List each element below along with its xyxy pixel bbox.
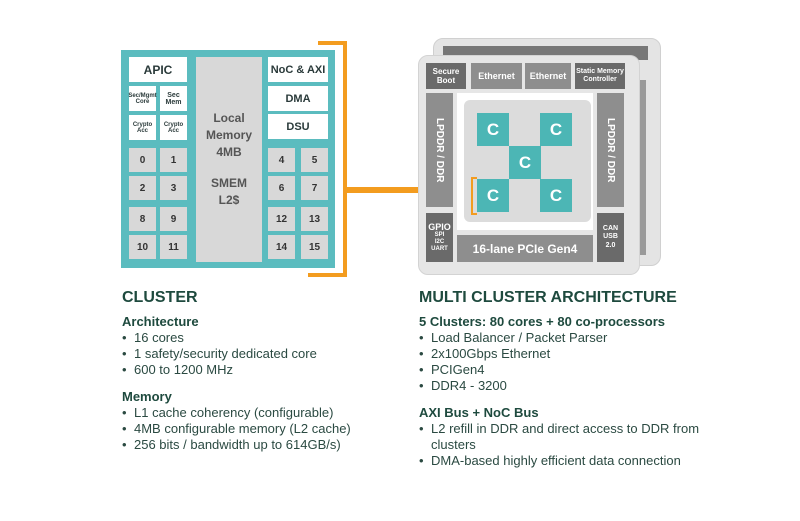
gpio-block: GPIO SPI I2C UART (426, 213, 453, 262)
core-cell: 3 (160, 176, 187, 200)
crypto-acc-block: Crypto Acc (129, 115, 156, 140)
core-cell: 1 (160, 148, 187, 172)
multi-cluster-title: MULTI CLUSTER ARCHITECTURE (419, 289, 677, 306)
core-cell: 9 (160, 207, 187, 231)
bullet-item: L2 refill in DDR and direct access to DD… (419, 421, 709, 453)
cluster-c: C (477, 179, 509, 212)
section-heading: AXI Bus + NoC Bus (419, 405, 539, 420)
cluster-title: CLUSTER (122, 289, 198, 306)
cluster-c: C (477, 113, 509, 146)
sec-mem-block: Sec Mem (160, 86, 187, 111)
bullet-item: DMA-based highly efficient data connecti… (419, 453, 709, 469)
bullet-item: 4MB configurable memory (L2 cache) (122, 421, 402, 437)
core-cell: 15 (301, 235, 328, 259)
multi-cluster-text: MULTI CLUSTER ARCHITECTURE 5 Clusters: 8… (419, 289, 709, 479)
section-heading: Memory (122, 389, 172, 404)
local-memory-label: Local Memory 4MB (205, 111, 252, 159)
can-usb-block: CAN USB 2.0 (597, 213, 624, 262)
cluster-c: C (509, 146, 541, 179)
bullet-item: DDR4 - 3200 (419, 378, 709, 394)
local-memory-block: Local Memory 4MB SMEM L2$ (196, 57, 262, 262)
core-cell: 4 (268, 148, 295, 172)
core-cell: 12 (268, 207, 295, 231)
dma-block: DMA (268, 86, 328, 111)
core-cell: 7 (301, 176, 328, 200)
core-cell: 13 (301, 207, 328, 231)
apic-block: APIC (129, 57, 187, 82)
sec-mgmt-core-block: Sec/Mgmt Core (128, 86, 157, 111)
bullet-list: L1 cache coherency (configurable)4MB con… (122, 405, 402, 453)
bullet-item: 256 bits / bandwidth up to 614GB/s) (122, 437, 402, 453)
dsu-block: DSU (268, 114, 328, 139)
secure-boot-block: Secure Boot (426, 63, 466, 89)
ethernet-block: Ethernet (471, 63, 522, 89)
lpddr-right-block: LPDDR / DDR (597, 93, 624, 207)
noc-axi-block: NoC & AXI (268, 57, 328, 82)
highlight-bracket (471, 177, 477, 215)
bullet-item: Load Balancer / Packet Parser (419, 330, 709, 346)
gpio-sub-label: SPI I2C UART (431, 232, 448, 253)
bullet-list: L2 refill in DDR and direct access to DD… (419, 421, 709, 469)
gpio-label: GPIO (428, 221, 451, 232)
bullet-item: 1 safety/security dedicated core (122, 346, 402, 362)
core-cell: 5 (301, 148, 328, 172)
cluster-c: C (540, 179, 572, 212)
crypto-acc-block: Crypto Acc (160, 115, 187, 140)
core-cell: 0 (129, 148, 156, 172)
bullet-list: Load Balancer / Packet Parser2x100Gbps E… (419, 330, 709, 394)
core-cell: 10 (129, 235, 156, 259)
lpddr-left-block: LPDDR / DDR (426, 93, 453, 207)
bullet-item: L1 cache coherency (configurable) (122, 405, 402, 421)
bullet-item: PCIGen4 (419, 362, 709, 378)
section-heading: Architecture (122, 314, 199, 329)
ethernet-block: Ethernet (525, 63, 571, 89)
core-cell: 8 (129, 207, 156, 231)
bullet-item: 2x100Gbps Ethernet (419, 346, 709, 362)
core-cell: 6 (268, 176, 295, 200)
pcie-block: 16-lane PCIe Gen4 (457, 235, 593, 262)
bullet-list: 16 cores1 safety/security dedicated core… (122, 330, 402, 378)
cluster-text: CLUSTER Architecture16 cores1 safety/sec… (122, 289, 402, 463)
static-memory-controller-block: Static Memory Controller (575, 63, 625, 89)
section-heading: 5 Clusters: 80 cores + 80 co-processors (419, 314, 666, 329)
cluster-c: C (540, 113, 572, 146)
core-cell: 14 (268, 235, 295, 259)
core-cell: 2 (129, 176, 156, 200)
bullet-item: 600 to 1200 MHz (122, 362, 402, 378)
bullet-item: 16 cores (122, 330, 402, 346)
smem-label: SMEM L2$ (211, 176, 247, 207)
core-cell: 11 (160, 235, 187, 259)
